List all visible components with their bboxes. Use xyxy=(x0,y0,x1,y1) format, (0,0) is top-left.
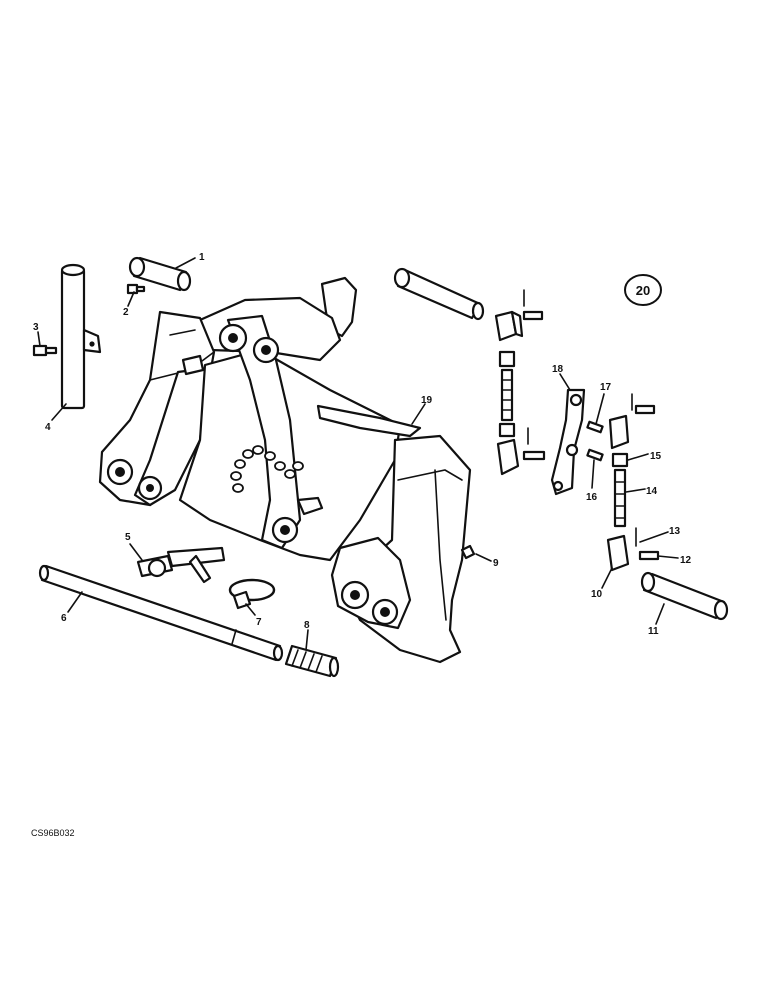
callout-1: 1 xyxy=(199,252,205,263)
bolt-part-2 xyxy=(126,283,146,295)
callout-11: 11 xyxy=(648,626,659,637)
callout-18: 18 xyxy=(552,364,564,375)
callout-19: 19 xyxy=(421,395,433,406)
frame-chain xyxy=(230,445,304,493)
pin-part-5 xyxy=(136,546,226,584)
callout-3: 3 xyxy=(33,322,39,333)
figure-number: 20 xyxy=(636,283,650,298)
upper-link-rod xyxy=(494,289,546,476)
drawing-reference-code: CS96B032 xyxy=(31,828,75,838)
callout-8: 8 xyxy=(304,620,310,631)
tube-part-4 xyxy=(60,263,102,410)
main-frame-part-19 xyxy=(98,276,472,664)
bolt-part-3 xyxy=(32,344,58,357)
pin-part-17 xyxy=(586,420,604,434)
pin-part-16 xyxy=(586,448,604,462)
callout-13: 13 xyxy=(669,526,681,537)
callout-2: 2 xyxy=(123,307,129,318)
pin-part-11 xyxy=(640,571,729,621)
callout-labels: 1 2 3 4 5 6 7 8 9 10 11 12 13 14 15 16 1… xyxy=(33,252,692,637)
callout-14: 14 xyxy=(646,486,658,497)
right-link-rod xyxy=(606,393,660,572)
callout-12: 12 xyxy=(680,555,692,566)
callout-5: 5 xyxy=(125,532,131,543)
sleeve-part-8 xyxy=(284,644,340,678)
figure-number-badge: 20 xyxy=(624,274,662,306)
callout-16: 16 xyxy=(586,492,598,503)
callout-4: 4 xyxy=(45,422,51,433)
callout-6: 6 xyxy=(61,613,67,624)
pin-part-1 xyxy=(128,256,192,292)
callout-17: 17 xyxy=(600,382,612,393)
callout-7: 7 xyxy=(256,617,262,628)
shaft-part-6 xyxy=(38,564,284,662)
callout-15: 15 xyxy=(650,451,662,462)
callout-9: 9 xyxy=(493,558,499,569)
callout-10: 10 xyxy=(591,589,603,600)
nut-part-9 xyxy=(460,544,476,560)
link-bar-part-18 xyxy=(550,388,586,496)
upper-pin xyxy=(393,267,485,321)
ring-clip-part-7 xyxy=(228,578,276,610)
leader-lines xyxy=(37,257,679,651)
